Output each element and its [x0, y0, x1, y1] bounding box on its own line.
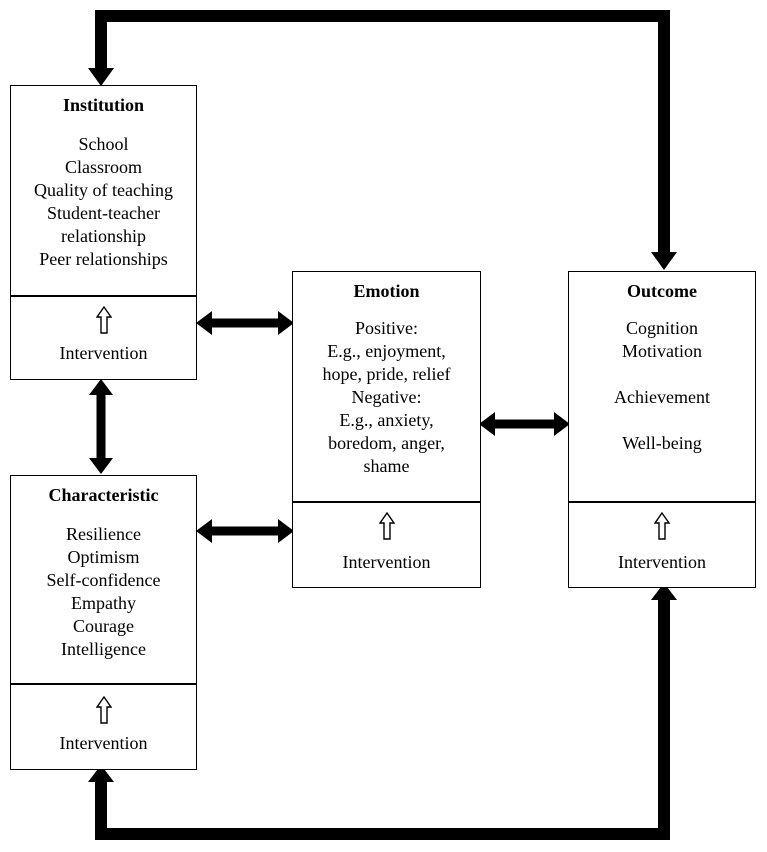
characteristic-item: Intelligence: [61, 639, 146, 659]
loop-top-arrowhead-outcome: [651, 252, 677, 270]
up-arrow-icon: [378, 512, 395, 540]
characteristic-item: Courage: [73, 616, 134, 636]
institution-item: relationship: [61, 226, 146, 246]
emotion-title: Emotion: [353, 281, 420, 301]
institution-item: Student-teacher: [47, 203, 160, 223]
spacer: [11, 117, 196, 133]
characteristic-item: Self-confidence: [46, 570, 161, 590]
characteristic-title: Characteristic: [48, 485, 159, 505]
emotion-item: boredom, anger,: [328, 433, 445, 453]
loop-bottom-arrowhead-characteristic: [88, 765, 114, 782]
feedback-loop-top: [95, 10, 670, 262]
institution-item: School: [78, 134, 129, 154]
spacer: [11, 507, 196, 523]
up-arrow-icon: [654, 512, 670, 540]
characteristic-item: Resilience: [66, 524, 141, 544]
outcome-item: Cognition: [625, 318, 698, 338]
institution-content: Institution School Classroom Quality of …: [11, 86, 196, 297]
outcome-intervention: Intervention: [618, 552, 706, 572]
emotion-content: Emotion Positive: E.g., enjoyment, hope,…: [293, 272, 480, 503]
emotion-item: E.g., anxiety,: [339, 410, 434, 430]
loop-bottom-arrowhead-outcome: [651, 583, 677, 600]
emotion-item: shame: [363, 456, 410, 476]
institution-item: Quality of teaching: [34, 180, 173, 200]
outcome-content: Outcome Cognition Motivation Achievement…: [569, 272, 755, 503]
outcome-item: Motivation: [622, 341, 702, 361]
characteristic-content: Characteristic Resilience Optimism Self-…: [11, 476, 196, 685]
institution-box: Institution School Classroom Quality of …: [10, 85, 197, 380]
emotion-intervention: Intervention: [342, 552, 431, 572]
emotion-box: Emotion Positive: E.g., enjoyment, hope,…: [292, 271, 481, 588]
emotion-item: E.g., enjoyment,: [327, 341, 446, 361]
characteristic-item: Optimism: [67, 547, 140, 567]
feedback-loop-bottom: [95, 600, 670, 840]
characteristic-box: Characteristic Resilience Optimism Self-…: [10, 475, 197, 770]
outcome-item: [569, 363, 755, 386]
outcome-item: [569, 409, 755, 432]
spacer: [293, 303, 480, 317]
outcome-title: Outcome: [627, 281, 697, 301]
institution-item: Peer relationships: [39, 249, 168, 269]
outcome-box: Outcome Cognition Motivation Achievement…: [568, 271, 756, 588]
spacer: [569, 303, 755, 317]
up-arrow-icon: [95, 306, 112, 334]
outcome-item: Achievement: [614, 387, 710, 407]
outcome-item: Well-being: [622, 433, 702, 453]
institution-item: Classroom: [64, 157, 142, 177]
institution-intervention: Intervention: [59, 343, 148, 363]
loop-top-arrowhead-institution: [88, 68, 114, 86]
characteristic-intervention: Intervention: [59, 733, 148, 753]
up-arrow-icon: [95, 696, 112, 724]
emotion-item: Negative:: [351, 387, 422, 407]
institution-title: Institution: [62, 95, 145, 115]
emotion-item: Positive:: [354, 318, 418, 338]
characteristic-item: Empathy: [71, 593, 136, 613]
emotion-item: hope, pride, relief: [322, 364, 451, 384]
